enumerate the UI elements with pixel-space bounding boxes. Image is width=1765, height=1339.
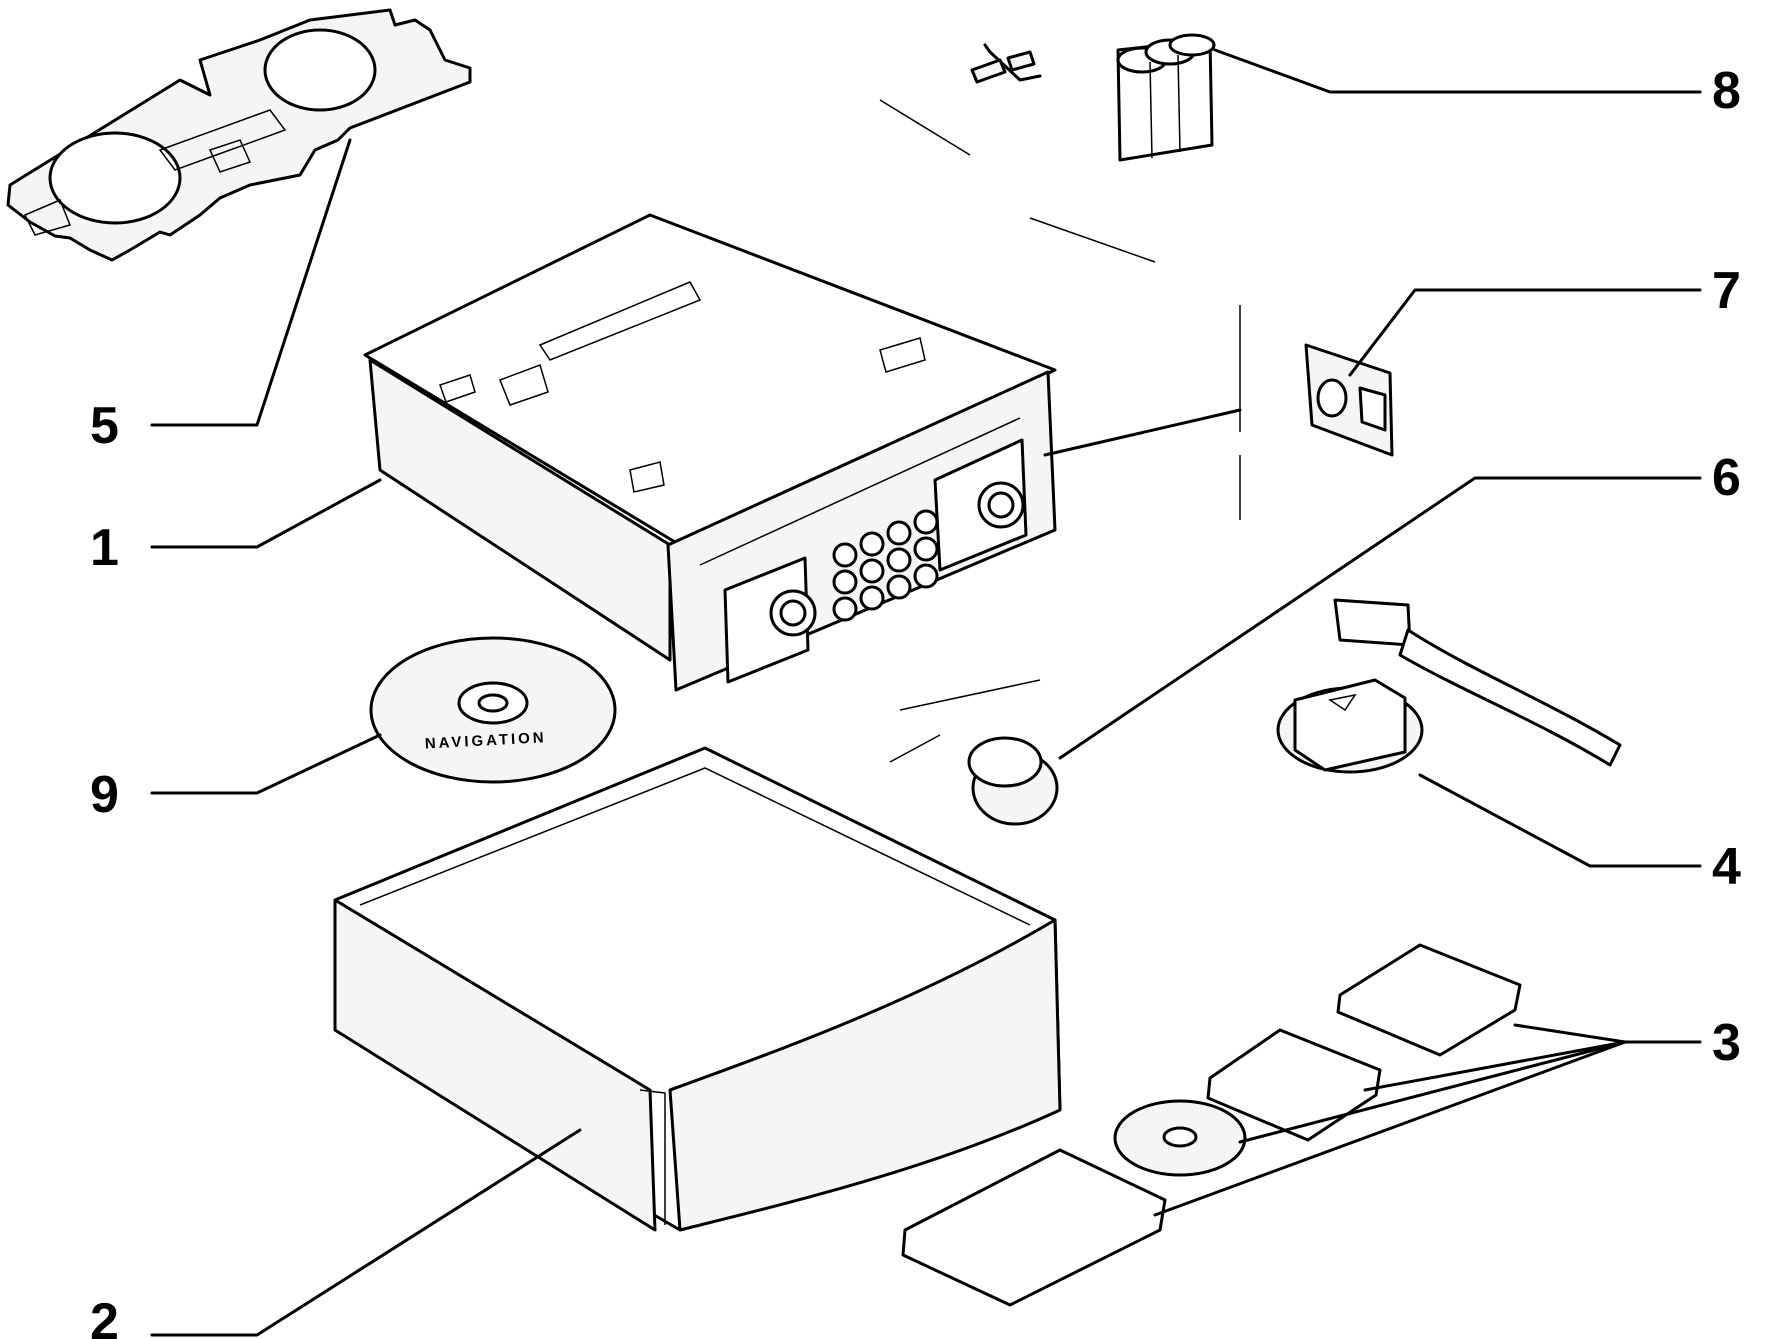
- callout-5: 5: [90, 397, 119, 455]
- callout-1: 1: [90, 519, 119, 577]
- part-9-navigation-disc[interactable]: NAVIGATION: [369, 636, 617, 784]
- callout-6: 6: [1712, 449, 1741, 507]
- part-6-knob[interactable]: [967, 736, 1059, 826]
- part-4-sensor[interactable]: [1276, 598, 1622, 774]
- callout-8: 8: [1712, 62, 1741, 120]
- callout-numbers: 5 1 9 2 8 7 6 4 3: [90, 62, 1741, 1339]
- callout-3: 3: [1712, 1014, 1741, 1072]
- part-2-housing[interactable]: [333, 746, 1062, 1232]
- callout-leaders: [150, 48, 1702, 1337]
- part-1-radio-unit[interactable]: [363, 213, 1057, 692]
- callout-4: 4: [1712, 838, 1741, 896]
- callout-2: 2: [90, 1293, 119, 1339]
- part-3-media-kit[interactable]: [901, 943, 1522, 1307]
- part-5-bracket[interactable]: [6, 8, 472, 262]
- part-7-plate[interactable]: [1304, 343, 1394, 457]
- keypad-buttons: [832, 509, 939, 622]
- callout-9: 9: [90, 766, 119, 824]
- part-8-battery[interactable]: [970, 33, 1216, 162]
- disc-label: NAVIGATION: [424, 729, 547, 752]
- callout-7: 7: [1712, 262, 1741, 320]
